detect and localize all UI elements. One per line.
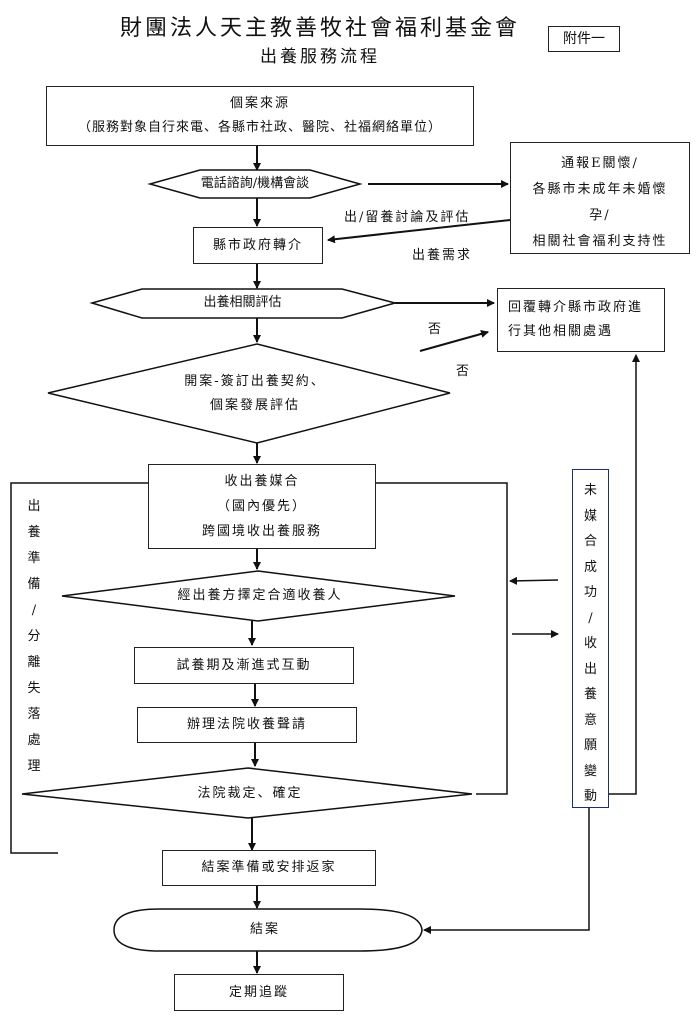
select-adopter-label: 經出養方擇定合適收養人 — [177, 588, 343, 603]
trial-period-box: 試養期及漸進式互動 — [134, 647, 354, 684]
edge-external-to-county — [327, 219, 511, 244]
external-referral-line4: 相關社會福利支持性 — [532, 234, 668, 249]
case-source-detail: （服務對象自行來電、各縣市社政、醫院、社福網絡單位） — [77, 120, 442, 135]
right-side-char: 合 — [583, 534, 597, 549]
left-side-label: 出 養 準 備 / 分 離 失 落 處 理 — [24, 494, 44, 780]
open-case-label: 開案-簽訂出養契約、 個案發展評估 — [130, 370, 380, 418]
external-referral-line3: 孕/ — [589, 208, 611, 223]
external-referral-box: 通報E關懷/ 各縣市未成年未婚懷 孕/ 相關社會福利支持性 — [510, 142, 690, 254]
matching-box: 收出養媒合 （國內優先） 跨國境收出養服務 — [148, 464, 376, 549]
edge-opencase-to-reply — [419, 330, 489, 352]
case-source-title: 個案來源 — [229, 96, 290, 111]
right-side-char: 養 — [583, 687, 597, 702]
edge-label-adoption-need: 出養需求 — [412, 248, 473, 263]
open-case-line2: 個案發展評估 — [209, 398, 300, 413]
reply-referral-line2: 行其他相關處遇 — [508, 324, 614, 339]
right-side-char: 收 — [583, 636, 597, 651]
edge-label-no-2: 否 — [456, 364, 472, 379]
right-side-char: 未 — [583, 483, 597, 498]
closing-prep-box: 結案準備或安排返家 — [162, 850, 376, 886]
left-bracket-line — [10, 482, 148, 854]
left-side-char: 理 — [27, 759, 41, 774]
left-side-char: 落 — [27, 707, 41, 722]
right-side-char: 動 — [583, 789, 597, 804]
court-petition-box: 辦理法院收養聲請 — [137, 707, 357, 743]
external-referral-line2: 各縣市未成年未婚懷 — [532, 182, 668, 197]
follow-up-box: 定期追蹤 — [174, 974, 344, 1011]
left-side-char: / — [31, 603, 37, 618]
right-side-char: 願 — [583, 738, 597, 753]
reply-referral-line1: 回覆轉介縣市政府進 — [508, 300, 644, 315]
matching-failed-label: 未 媒 合 成 功 / 收 出 養 意 願 變 動 — [581, 478, 601, 810]
matching-line3: 跨國境收出養服務 — [201, 524, 322, 539]
phone-consult-shape — [147, 169, 363, 199]
court-ruling-label: 法院裁定、確定 — [197, 786, 303, 801]
left-side-char: 分 — [27, 629, 41, 644]
left-side-char: 出 — [27, 499, 41, 514]
left-side-char: 準 — [27, 551, 41, 566]
edge-vbox-to-closed — [423, 808, 590, 934]
edge-vbox-to-reply — [609, 354, 640, 795]
edge-vbox-to-bracket — [509, 576, 559, 585]
edge-label-no-1: 否 — [428, 322, 444, 337]
right-side-char: 成 — [583, 559, 597, 575]
county-referral-box: 縣市政府轉介 — [193, 227, 323, 264]
right-side-char: 出 — [583, 661, 597, 677]
right-side-char: 意 — [583, 712, 597, 728]
left-side-char: 失 — [27, 681, 41, 696]
matching-failed-box: 未 媒 合 成 功 / 收 出 養 意 願 變 動 — [572, 469, 609, 808]
left-side-char: 處 — [27, 733, 41, 748]
matching-line2: （國內優先） — [216, 499, 307, 514]
court-ruling-shape — [21, 767, 473, 819]
case-closed-label: 結案 — [249, 922, 280, 937]
open-case-line1: 開案-簽訂出養契約、 — [184, 374, 326, 389]
left-side-char: 備 — [27, 577, 41, 592]
reply-referral-box: 回覆轉介縣市政府進 行其他相關處遇 — [497, 288, 665, 352]
right-side-char: 媒 — [583, 508, 597, 524]
adoption-assessment-label: 出養相關評估 — [203, 295, 282, 310]
page-title: 財團法人天主教善牧社會福利基金會 — [119, 16, 520, 41]
case-source-box: 個案來源 （服務對象自行來電、各縣市社政、醫院、社福網絡單位） — [46, 86, 474, 146]
matching-line1: 收出養媒合 — [224, 474, 300, 489]
external-referral-line1: 通報E關懷/ — [561, 156, 639, 171]
edge-label-discussion: 出/留養討論及評估 — [344, 210, 471, 225]
right-bracket-line — [376, 482, 508, 795]
attachment-label: 附件一 — [548, 26, 620, 52]
left-side-char: 養 — [27, 525, 41, 540]
page-subtitle: 出養服務流程 — [260, 47, 380, 67]
select-adopter-shape — [61, 570, 456, 622]
right-side-char: 變 — [583, 763, 597, 779]
left-side-char: 離 — [27, 655, 41, 670]
right-side-char: / — [588, 610, 593, 626]
case-closed-shape — [113, 908, 423, 952]
phone-consult-label: 電話諮詢/機構會談 — [200, 176, 310, 191]
right-side-char: 功 — [583, 585, 597, 600]
